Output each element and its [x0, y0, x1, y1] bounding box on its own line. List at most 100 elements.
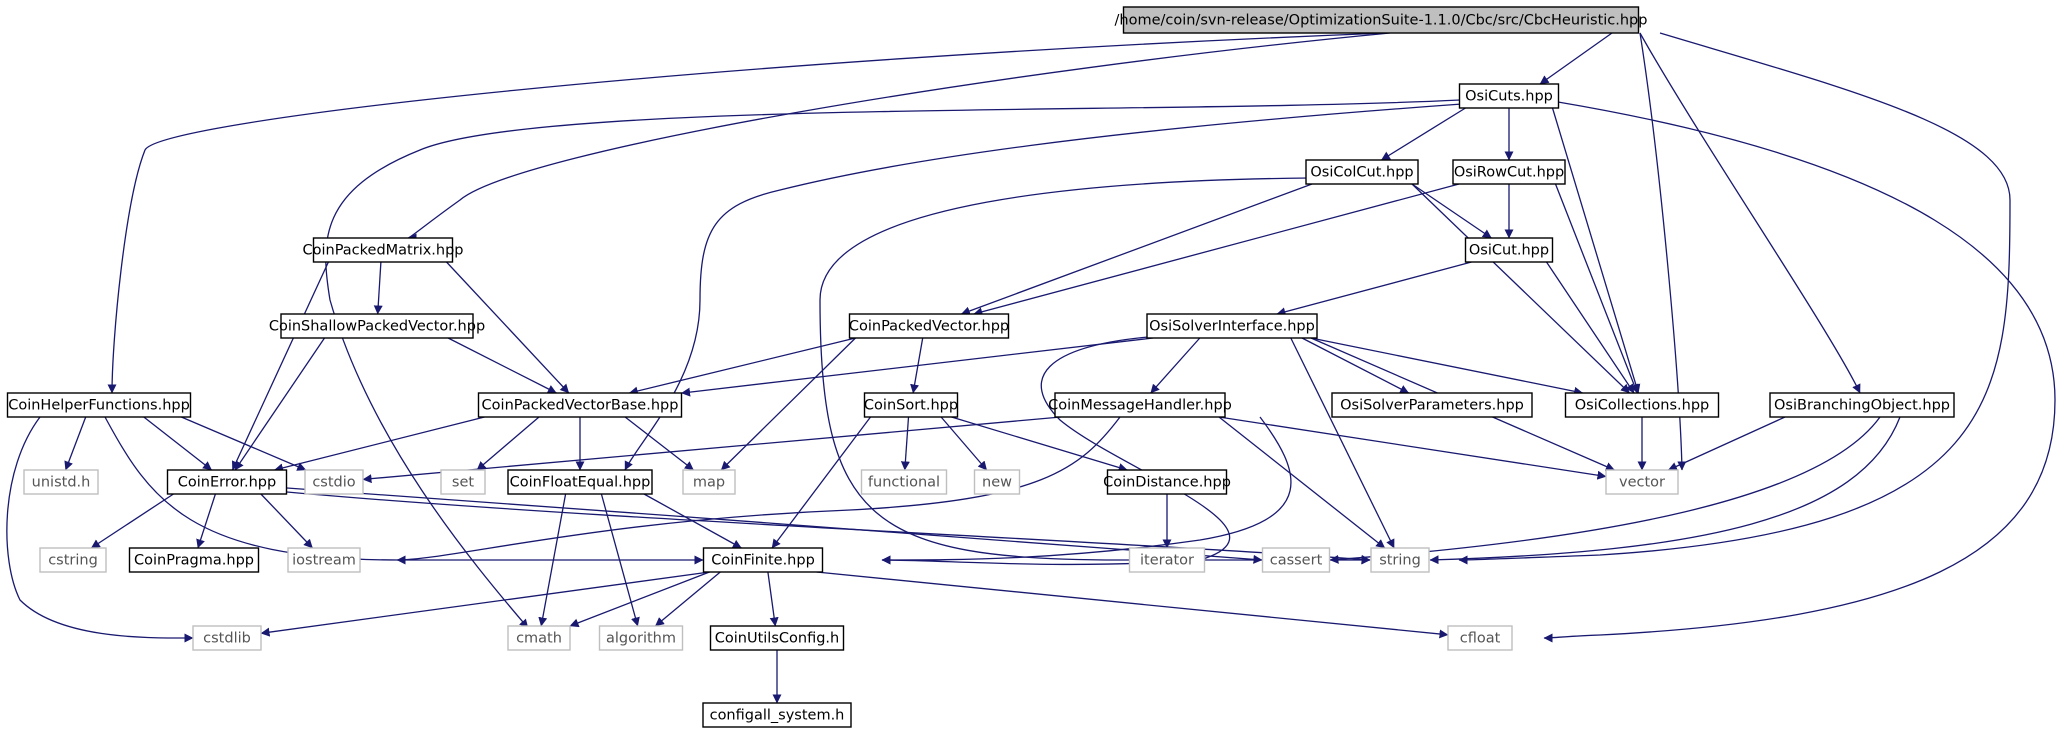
edge-root-to-osibranching	[1639, 32, 1861, 394]
edge-root-to-osicuts	[1539, 32, 1613, 85]
edge-coinerror-to-iostream	[260, 493, 313, 549]
node-box-algorithm	[598, 625, 684, 651]
edge-osisolverinterface-to-coinmessagehandler	[1150, 337, 1201, 394]
node-cstdlib: cstdlib	[192, 625, 262, 651]
edge-coinpackedvector-to-coinpackedvectorbase	[628, 337, 856, 396]
node-coinpackedmatrix[interactable]: CoinPackedMatrix.hpp	[302, 237, 464, 263]
node-osibranching[interactable]: OsiBranchingObject.hpp	[1769, 392, 1955, 418]
node-osicut[interactable]: OsiCut.hpp	[1464, 237, 1554, 263]
node-label-coinfinite: CoinFinite.hpp	[711, 553, 815, 569]
edge-osibranching-to-vector	[1667, 416, 1786, 471]
node-box-coinerror	[166, 469, 288, 495]
node-label-coinutilsconfig: CoinUtilsConfig.h	[715, 631, 839, 647]
edge-coinmessagehandler-to-cstdio	[362, 416, 1062, 484]
node-cstring: cstring	[39, 547, 107, 573]
node-label-coinmessagehandler: CoinMessageHandler.hpp	[1048, 398, 1232, 414]
edge-osicuts-to-coinfloatequal	[624, 103, 1463, 471]
node-coinutilsconfig[interactable]: CoinUtilsConfig.h	[709, 625, 845, 651]
node-coinfloatequal[interactable]: CoinFloatEqual.hpp	[507, 469, 653, 495]
edge-osicut-to-osicollections	[1545, 261, 1635, 394]
node-label-map: map	[693, 475, 725, 491]
node-box-osirowcut	[1452, 159, 1566, 185]
node-label-vector: vector	[1619, 475, 1665, 491]
edge-coinfloatequal-to-coinfinite	[643, 493, 742, 549]
node-label-coinpragma: CoinPragma.hpp	[134, 553, 254, 569]
edge-osibranching-to-cassert	[1329, 416, 1881, 564]
node-osicolcut[interactable]: OsiColCut.hpp	[1305, 159, 1419, 185]
node-box-osicollections	[1564, 392, 1720, 418]
node-box-coinfloatequal	[507, 469, 653, 495]
edge-coinerror-to-cstring	[90, 493, 174, 549]
edge-coinfinite-to-cfloat	[816, 571, 1449, 639]
node-iterator: iterator	[1128, 547, 1206, 573]
node-box-coindistance	[1106, 469, 1228, 495]
node-label-coinhelper: CoinHelperFunctions.hpp	[8, 398, 190, 414]
node-label-osicollections: OsiCollections.hpp	[1575, 398, 1709, 414]
node-label-iostream: iostream	[292, 553, 356, 569]
node-label-osirowcut: OsiRowCut.hpp	[1454, 165, 1564, 181]
node-coinshallow[interactable]: CoinShallowPackedVector.hpp	[269, 313, 485, 339]
edge-osibranching-to-string	[1429, 416, 1901, 565]
node-label-osisolverparams: OsiSolverParameters.hpp	[1340, 398, 1524, 414]
node-osicollections[interactable]: OsiCollections.hpp	[1564, 392, 1720, 418]
edge-coinhelper-to-cstdlib	[6, 416, 194, 643]
node-label-coinsort: CoinSort.hpp	[864, 398, 958, 414]
node-label-functional: functional	[868, 475, 940, 491]
node-coinpackedvectorbase[interactable]: CoinPackedVectorBase.hpp	[477, 392, 683, 418]
edge-osicuts-to-cfloat	[1543, 101, 2056, 643]
node-coinfinite[interactable]: CoinFinite.hpp	[702, 547, 824, 573]
node-coinhelper[interactable]: CoinHelperFunctions.hpp	[6, 392, 192, 418]
edge-coinmessagehandler-to-iostream	[396, 416, 1121, 565]
node-coindistance[interactable]: CoinDistance.hpp	[1103, 469, 1231, 495]
node-box-cassert	[1261, 547, 1331, 573]
edge-coinsort-to-coindistance	[951, 416, 1128, 472]
node-label-osibranching: OsiBranchingObject.hpp	[1774, 398, 1950, 414]
node-label-coinpackedmatrix: CoinPackedMatrix.hpp	[302, 243, 463, 259]
edge-coinfinite-to-algorithm	[654, 571, 721, 627]
edge-coinerror-to-string	[286, 491, 1371, 564]
node-box-osicut	[1464, 237, 1554, 263]
edge-osisolverinterface-to-osisolverparams	[1301, 337, 1410, 394]
node-box-cstdlib	[192, 625, 262, 651]
node-box-osisolverinterface	[1146, 313, 1318, 339]
edge-coinsort-to-coinfinite	[771, 416, 872, 549]
node-osirowcut[interactable]: OsiRowCut.hpp	[1452, 159, 1566, 185]
node-label-cstdio: cstdio	[312, 475, 355, 491]
node-coinmessagehandler[interactable]: CoinMessageHandler.hpp	[1048, 392, 1232, 418]
edge-coinsort-to-new	[940, 416, 988, 471]
node-label-cstring: cstring	[48, 553, 98, 569]
node-box-iostream	[287, 547, 361, 573]
node-box-set	[440, 469, 486, 495]
edge-coinpackedvectorbase-to-map	[624, 416, 694, 471]
node-osisolverinterface[interactable]: OsiSolverInterface.hpp	[1146, 313, 1318, 339]
node-label-set: set	[452, 475, 474, 491]
node-coinerror[interactable]: CoinError.hpp	[166, 469, 288, 495]
edge-coinpackedmatrix-to-coinerror	[231, 261, 329, 471]
node-coinsort[interactable]: CoinSort.hpp	[863, 392, 959, 418]
edge-osisolverinterface-to-osicollections	[1310, 337, 1584, 396]
node-label-coinpackedvectorbase: CoinPackedVectorBase.hpp	[482, 398, 679, 414]
edge-coinfinite-to-cmath	[569, 571, 710, 628]
node-label-iterator: iterator	[1140, 553, 1194, 569]
node-box-unistd	[23, 469, 99, 495]
node-box-cfloat	[1447, 625, 1513, 651]
node-cassert: cassert	[1261, 547, 1331, 573]
node-label-coinpackedvector: CoinPackedVector.hpp	[849, 319, 1009, 335]
edge-osisolverinterface-to-string	[1290, 337, 1395, 549]
node-coinpragma[interactable]: CoinPragma.hpp	[128, 547, 260, 573]
edge-osicolcut-to-coinpackedvector	[960, 183, 1313, 316]
node-cmath: cmath	[507, 625, 571, 651]
edge-osicolcut-to-osicollections	[1411, 183, 1630, 394]
node-osicuts[interactable]: OsiCuts.hpp	[1458, 83, 1560, 109]
node-box-vector	[1605, 469, 1679, 495]
node-label-cmath: cmath	[516, 631, 562, 647]
node-osisolverparams[interactable]: OsiSolverParameters.hpp	[1331, 392, 1533, 418]
node-box-new	[973, 469, 1021, 495]
node-box-functional	[860, 469, 948, 495]
node-configall[interactable]: configall_system.h	[702, 702, 852, 728]
node-box-coinshallow	[280, 313, 474, 339]
node-root[interactable]: /home/coin/svn-release/OptimizationSuite…	[1115, 6, 1648, 34]
node-label-cassert: cassert	[1270, 553, 1323, 569]
node-box-coinpragma	[128, 547, 260, 573]
node-coinpackedvector[interactable]: CoinPackedVector.hpp	[848, 313, 1010, 339]
